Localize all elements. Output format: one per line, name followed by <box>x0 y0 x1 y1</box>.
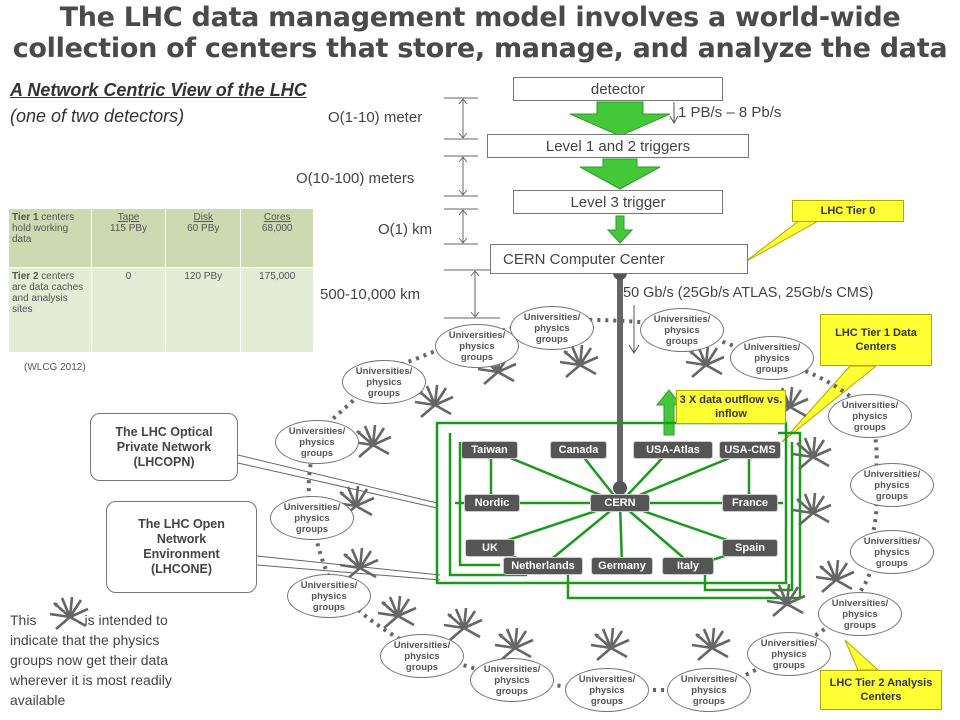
node-spain: Spain <box>722 539 778 557</box>
university-node: Universities/ physics groups <box>435 324 519 368</box>
note-body: is intended to indicate that the physics… <box>10 612 172 708</box>
tier2-disk: 120 PBy <box>165 267 242 353</box>
university-node: Universities/ physics groups <box>342 360 426 404</box>
node-netherlands: Netherlands <box>503 557 583 575</box>
level3-trigger-box: Level 3 trigger <box>513 190 723 214</box>
node-canada: Canada <box>550 441 607 459</box>
university-node: Universities/ physics groups <box>747 632 831 676</box>
note-lead: This <box>10 612 37 628</box>
lhcopn-callout: The LHC Optical Private Network (LHCOPN) <box>90 413 238 481</box>
node-france: France <box>722 494 778 512</box>
node-usa-cms: USA-CMS <box>719 441 781 459</box>
tier1-callout: LHC Tier 1 Data Centers <box>820 314 932 366</box>
node-uk: UK <box>465 539 515 557</box>
node-cern: CERN <box>590 494 650 512</box>
distance-label-3: O(1) km <box>378 221 433 238</box>
subtitle: A Network Centric View of the LHC <box>10 80 307 100</box>
node-nordic: Nordic <box>464 494 520 512</box>
tier2-label: Tier 2 centers are data caches and analy… <box>8 267 92 353</box>
distance-label-2: O(10-100) meters <box>296 170 415 187</box>
node-italy: Italy <box>662 557 714 575</box>
node-usa-atlas: USA-Atlas <box>633 441 713 459</box>
page-title: The LHC data management model involves a… <box>12 2 948 64</box>
university-node: Universities/ physics groups <box>275 420 359 464</box>
tier2-cores: 175,000 <box>240 267 314 353</box>
university-node: Universities/ physics groups <box>380 634 464 678</box>
university-node: Universities/ physics groups <box>850 530 934 574</box>
tier2-callout: LHC Tier 2 Analysis Centers <box>820 670 942 710</box>
university-node: Universities/ physics groups <box>818 592 902 636</box>
tier2-tape: 0 <box>90 267 167 353</box>
distance-label-1: O(1-10) meter <box>328 109 423 126</box>
university-node: Universities/ physics groups <box>270 496 354 540</box>
outflow-callout: 3 X data outflow vs. inflow <box>676 390 786 424</box>
subtitle-detectors: (one of two detectors) <box>10 106 185 126</box>
university-node: Universities/ physics groups <box>850 463 934 507</box>
lhcone-callout: The LHC Open Network Environment (LHCONE… <box>106 501 257 593</box>
university-node: Universities/ physics groups <box>510 306 594 350</box>
university-node: Universities/ physics groups <box>640 308 724 352</box>
node-germany: Germany <box>591 557 653 575</box>
level12-trigger-box: Level 1 and 2 triggers <box>487 134 749 158</box>
detector-box: detector <box>513 77 723 101</box>
data-flow-arrows <box>569 101 683 436</box>
university-node: Universities/ physics groups <box>470 658 554 702</box>
university-node: Universities/ physics groups <box>667 668 751 712</box>
node-taiwan: Taiwan <box>461 441 518 459</box>
university-node: Universities/ physics groups <box>287 574 371 618</box>
tier0-callout: LHC Tier 0 <box>792 200 904 222</box>
cern-computer-center-box: CERN Computer Center <box>490 244 748 274</box>
university-node: Universities/ physics groups <box>730 336 814 380</box>
distance-brackets <box>444 97 500 319</box>
link-rate-label: 50 Gb/s (25Gb/s ATLAS, 25Gb/s CMS) <box>623 285 874 301</box>
table-source: (WLCG 2012) <box>24 362 86 373</box>
university-node: Universities/ physics groups <box>565 668 649 712</box>
table-row: Tier 2 centers are data caches and analy… <box>8 267 314 353</box>
distance-label-4: 500-10,000 km <box>320 286 421 303</box>
university-node: Universities/ physics groups <box>828 394 912 438</box>
tier1-label: Tier 1 centers hold working data <box>8 208 92 268</box>
data-rate-label: 1 PB/s – 8 Pb/s <box>678 104 782 121</box>
